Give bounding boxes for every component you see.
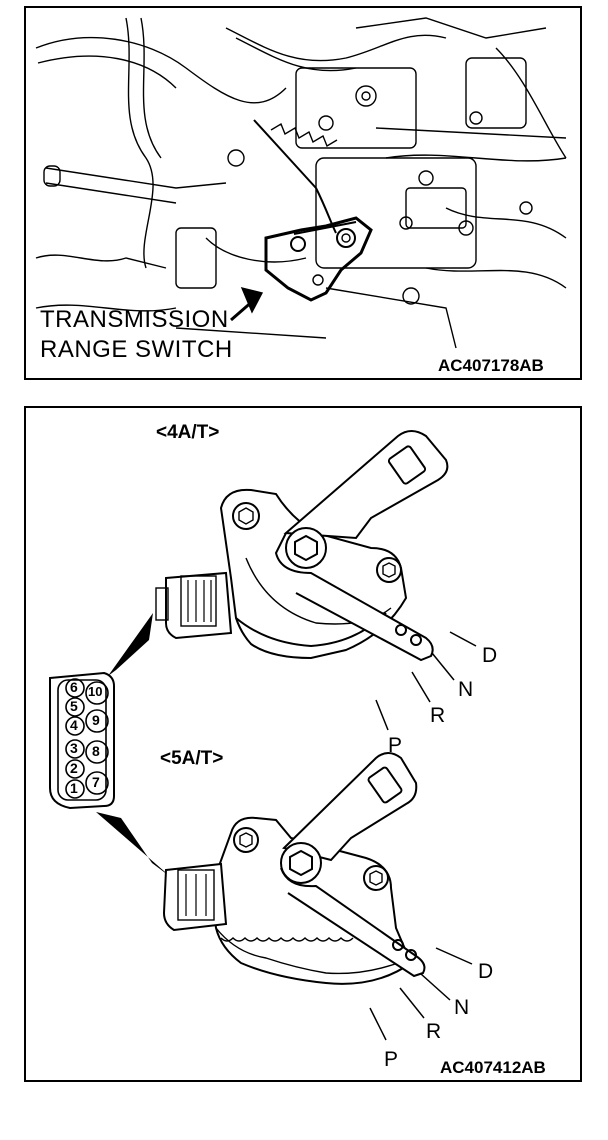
pin-3: 3 (70, 740, 78, 756)
switch-detail-panel: <4A/T> <5A/T> D N R P D N R P 6 5 4 3 2 … (24, 406, 582, 1082)
callout-range-switch: RANGE SWITCH (40, 336, 233, 363)
title-4at: <4A/T> (156, 422, 220, 443)
callout-transmission: TRANSMISSION (40, 306, 229, 333)
pin-2: 2 (70, 760, 78, 776)
label-5at-r: R (426, 1020, 442, 1043)
engine-bay-illustration-panel: TRANSMISSION RANGE SWITCH AC407178AB (24, 6, 582, 380)
label-4at-r: R (430, 704, 446, 727)
pin-7: 7 (92, 774, 100, 790)
label-5at-d: D (478, 960, 494, 983)
pin-1: 1 (70, 780, 78, 796)
switch-4at-drawing (155, 430, 477, 731)
range-switch-detail-drawing (49, 430, 477, 1041)
connector-face-drawing (49, 613, 172, 878)
pin-5: 5 (70, 698, 78, 714)
label-4at-p: P (388, 734, 403, 757)
pin-4: 4 (70, 717, 78, 733)
pin-6: 6 (70, 679, 78, 695)
label-5at-p: P (384, 1048, 399, 1071)
pin-9: 9 (92, 712, 100, 728)
label-5at-n: N (454, 996, 470, 1019)
engine-bay-drawing (35, 17, 567, 349)
label-4at-d: D (482, 644, 498, 667)
pin-10: 10 (88, 684, 103, 699)
figure-code: AC407412AB (440, 1058, 546, 1077)
label-4at-n: N (458, 678, 474, 701)
figure-code: AC407178AB (438, 356, 544, 375)
switch-5at-drawing (162, 752, 473, 1041)
pin-8: 8 (92, 743, 100, 759)
title-5at: <5A/T> (160, 748, 224, 769)
